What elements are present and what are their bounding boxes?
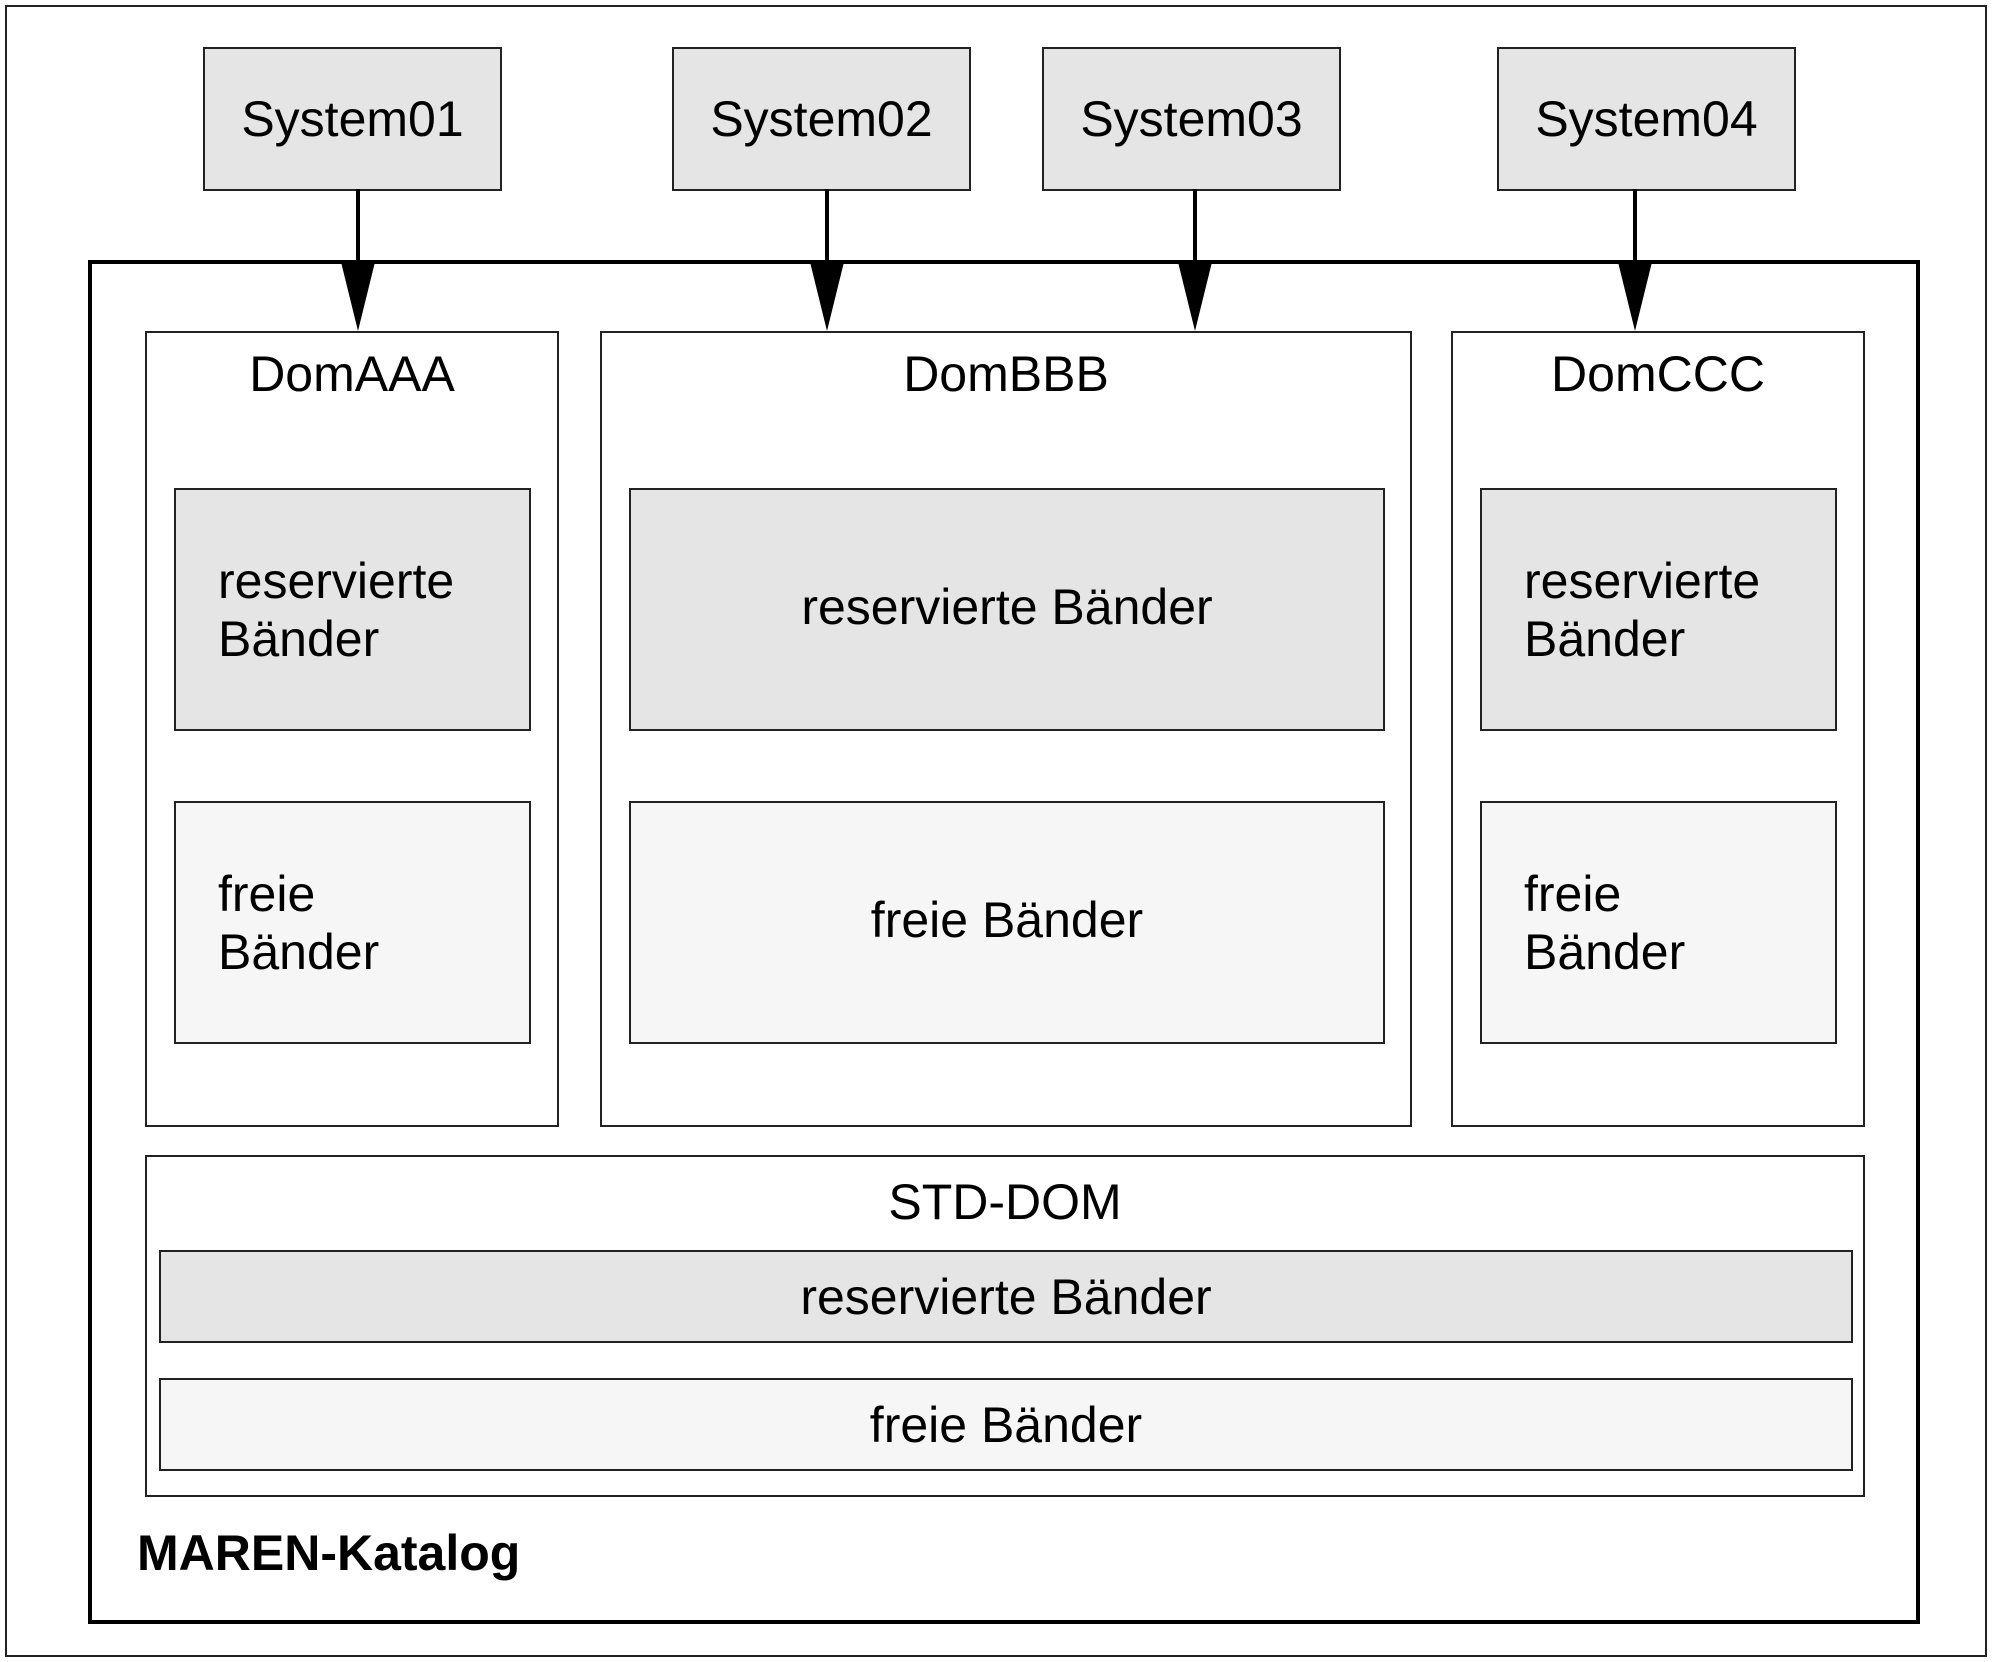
domain-aaa-reserved-bands[interactable]: reservierte Bänder (174, 488, 531, 731)
maren-catalog-frame (88, 260, 1920, 1624)
domain-aaa-free-bands[interactable]: freie Bänder (174, 801, 531, 1044)
domain-ccc-title: DomCCC (1551, 346, 1765, 402)
domain-ccc-reserved-bands[interactable]: reservierte Bänder (1480, 488, 1837, 731)
std-dom-reserved-label: reservierte Bänder (800, 1269, 1212, 1325)
system-01-box[interactable]: System01 (203, 47, 502, 191)
domain-bbb-free-bands[interactable]: freie Bänder (629, 801, 1385, 1044)
domain-ccc-free-label: freie Bänder (1524, 866, 1686, 980)
arrow-system01-to-domaaa (341, 189, 375, 331)
arrow-system04-to-domccc (1618, 189, 1652, 331)
std-dom-free-bands[interactable]: freie Bänder (159, 1378, 1853, 1471)
domain-bbb-title: DomBBB (903, 346, 1109, 402)
system-04-box[interactable]: System04 (1497, 47, 1796, 191)
domain-ccc-free-bands[interactable]: freie Bänder (1480, 801, 1837, 1044)
std-dom-free-label: freie Bänder (869, 1397, 1143, 1453)
domain-aaa-reserved-label: reservierte Bänder (218, 553, 455, 667)
arrow-system03-to-dombbb (1178, 189, 1212, 331)
domain-aaa[interactable]: DomAAA reservierte Bänder freie Bänder (145, 331, 559, 1127)
arrow-system02-to-dombbb (810, 189, 844, 331)
domain-bbb[interactable]: DomBBB reservierte Bänder freie Bänder (600, 331, 1412, 1127)
domain-aaa-free-label: freie Bänder (218, 866, 380, 980)
domain-bbb-reserved-label: reservierte Bänder (801, 579, 1213, 635)
system-02-box[interactable]: System02 (672, 47, 971, 191)
system-03-box[interactable]: System03 (1042, 47, 1341, 191)
domain-ccc-reserved-label: reservierte Bänder (1524, 553, 1761, 667)
outer-frame (5, 5, 1987, 1657)
std-dom[interactable]: STD-DOM reservierte Bänder freie Bänder (145, 1155, 1865, 1497)
std-dom-reserved-bands[interactable]: reservierte Bänder (159, 1250, 1853, 1343)
domain-bbb-reserved-bands[interactable]: reservierte Bänder (629, 488, 1385, 731)
std-dom-title: STD-DOM (888, 1174, 1122, 1230)
maren-catalog-label: MAREN-Katalog (137, 1525, 521, 1581)
domain-ccc[interactable]: DomCCC reservierte Bänder freie Bänder (1451, 331, 1865, 1127)
domain-aaa-title: DomAAA (249, 346, 455, 402)
domain-bbb-free-label: freie Bänder (870, 892, 1144, 948)
